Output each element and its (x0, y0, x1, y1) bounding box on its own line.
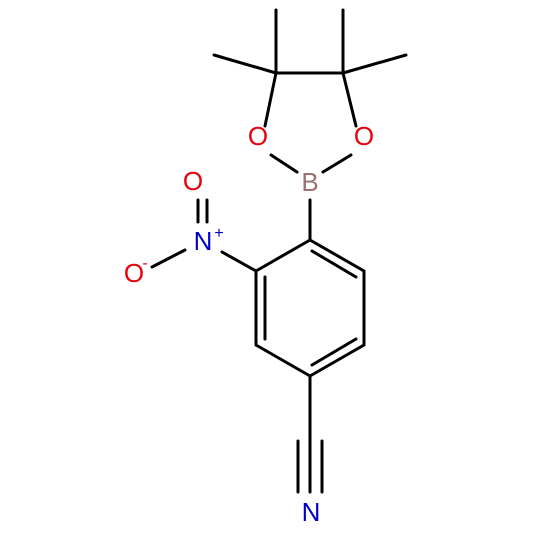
bond-n-o-single (150, 248, 187, 269)
bond-methyl-2 (212, 53, 278, 75)
bond-o-right-b (321, 153, 353, 174)
bond-c4-o-left (263, 71, 278, 128)
charge-label-nitro-nitrogen: + (214, 225, 223, 242)
bond-c4-c5 (254, 343, 312, 378)
atom-label-nitrile-nitrogen: N (302, 497, 321, 527)
bond-o-left-b (269, 153, 299, 174)
bond-methyl-4 (341, 53, 408, 75)
atom-label-nitro-oxygen-single: O (124, 258, 144, 288)
charge-label-nitro-oxygen: - (142, 255, 147, 272)
bond-c6-c1 (254, 238, 312, 273)
atom-label-boronate-oxygen-left: O (248, 121, 268, 151)
bond-c5-o-right (341, 71, 358, 128)
atom-label-nitro-nitrogen: N (194, 226, 213, 256)
bonds (150, 8, 408, 494)
bond-c1-c2 (308, 238, 366, 273)
atom-label-boron: B (301, 167, 318, 197)
atom-label-nitro-oxygen-double: O (183, 166, 203, 196)
bond-c3-c4 (308, 343, 366, 378)
bond-c6-n (220, 250, 258, 273)
atom-label-boronate-oxygen-right: O (354, 121, 374, 151)
bond-c3-c4-inner (310, 337, 358, 367)
bond-c1-c2-inner (310, 249, 358, 279)
